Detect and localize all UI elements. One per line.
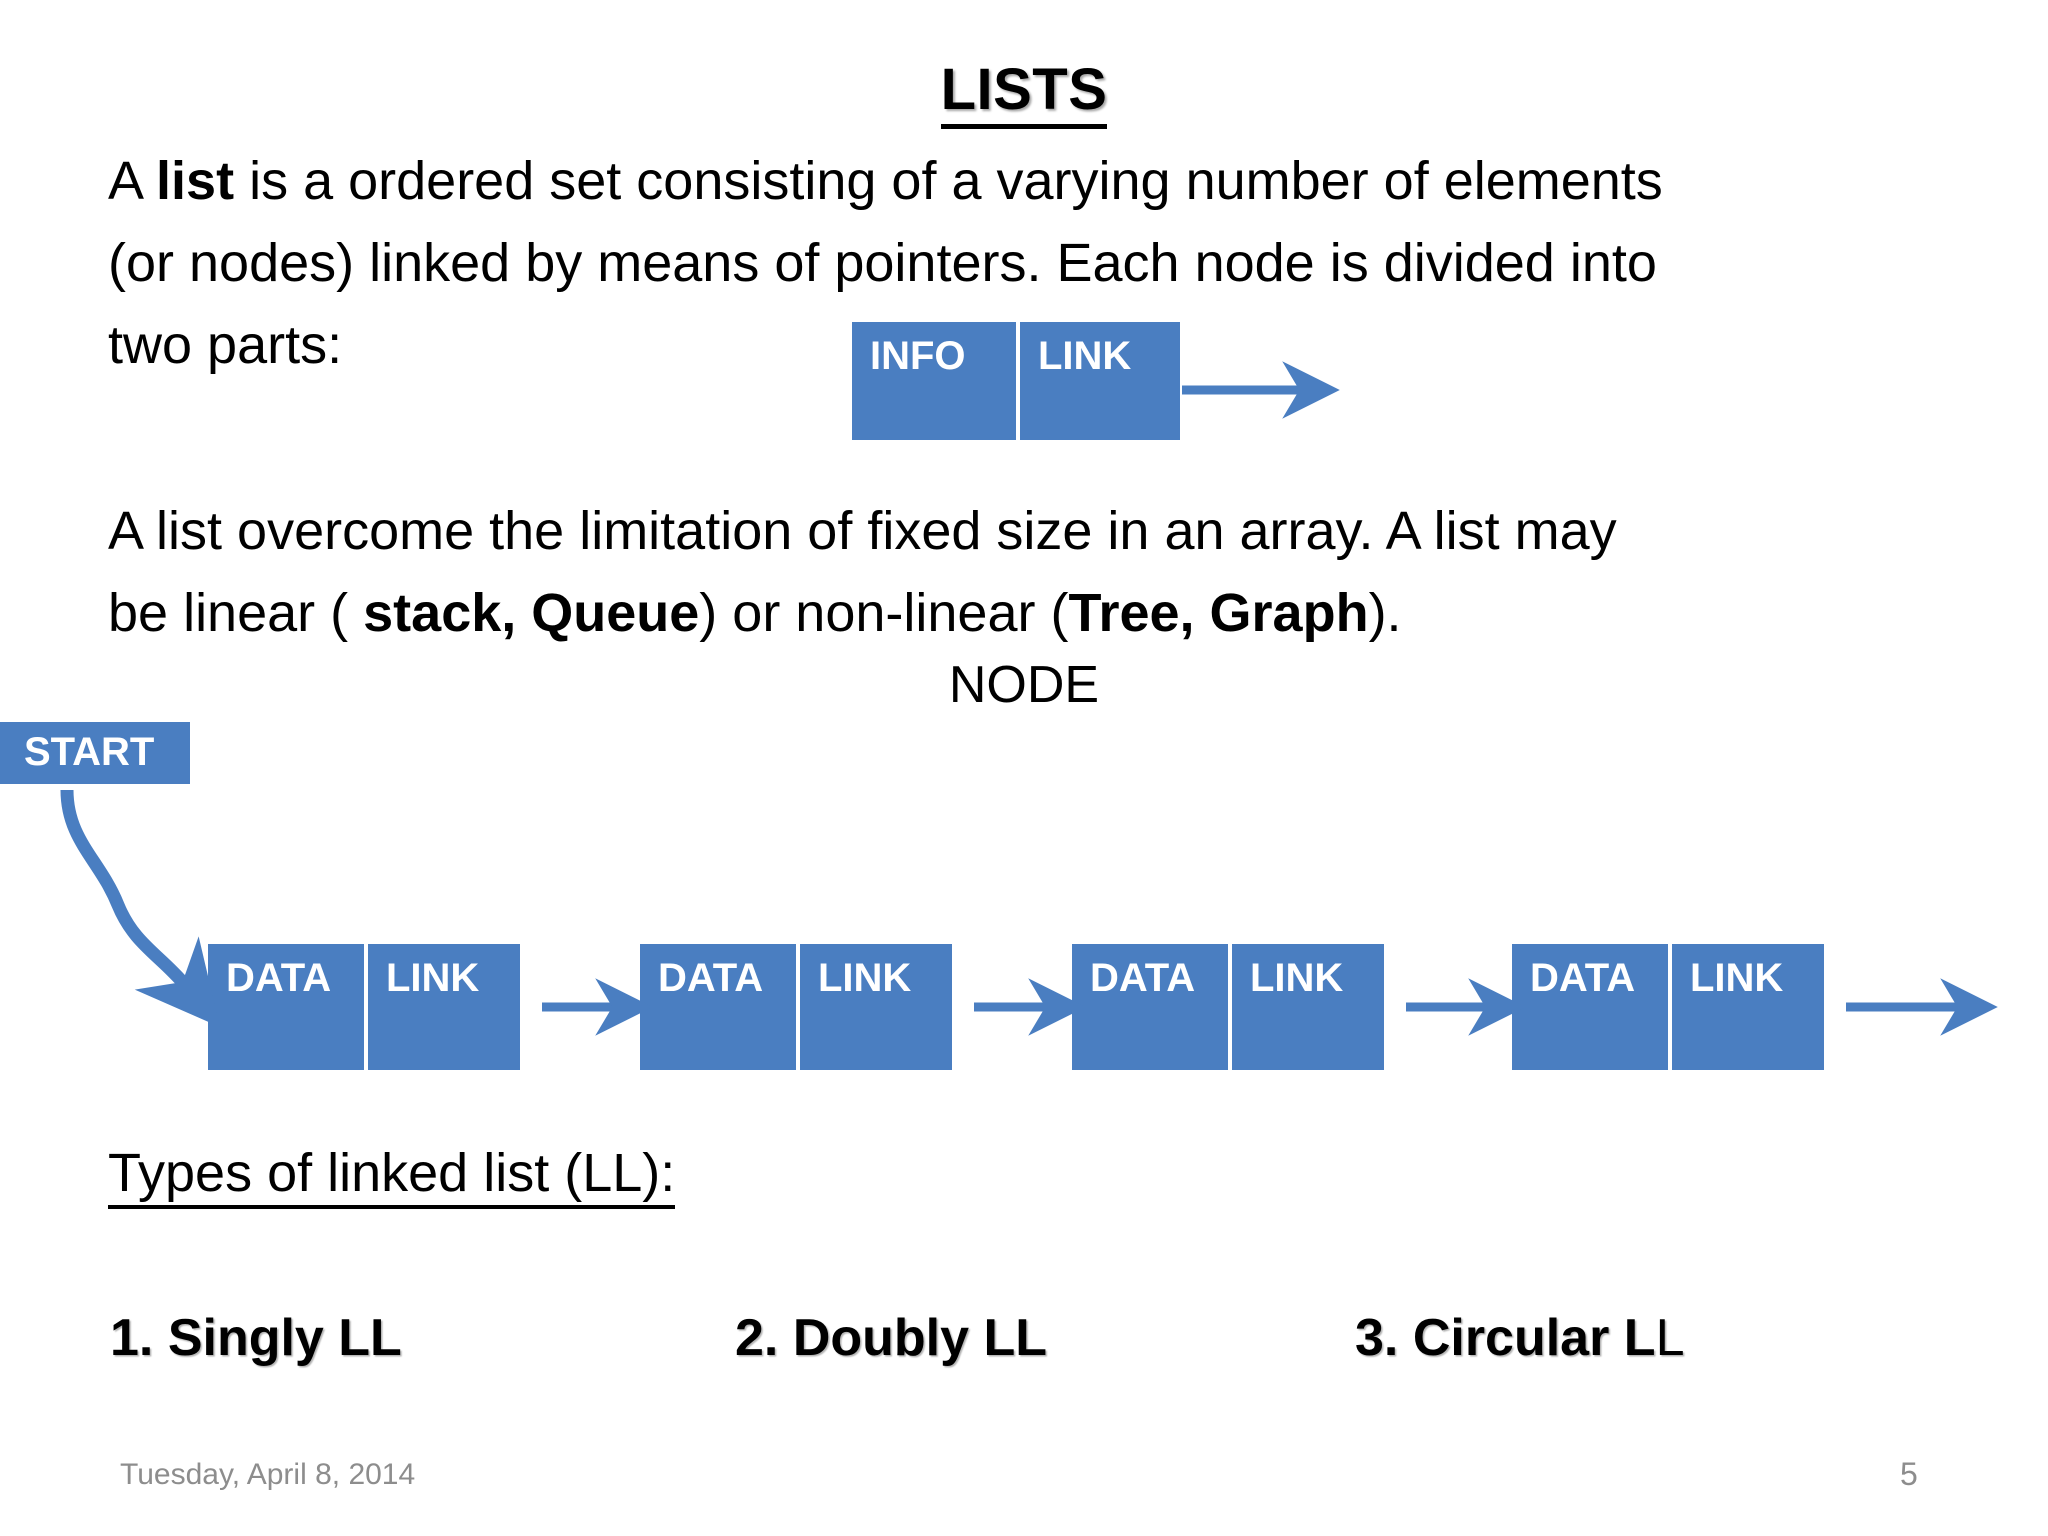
type-item-circular-tail: L: [1655, 1309, 1685, 1367]
page-title: LISTS: [0, 56, 2048, 129]
footer-date: Tuesday, April 8, 2014: [120, 1458, 416, 1491]
paragraph-overcome-line-1: A list overcome the limitation of fixed …: [108, 501, 1617, 561]
type-item-circular-main: 3. Circular L: [1355, 1309, 1656, 1367]
footer-page-number: 5: [1900, 1456, 1918, 1492]
start-pointer-label: START: [24, 730, 155, 774]
text-be-linear: be linear (: [108, 583, 364, 643]
paragraph-definition-line-2: (or nodes) linked by means of pointers. …: [108, 233, 1657, 293]
chain-node-4-data-cell: DATA: [1530, 956, 1636, 1000]
keyword-tree-graph: Tree, Graph: [1068, 583, 1369, 643]
paragraph-definition: A list is a ordered set consisting of a …: [108, 140, 1970, 386]
demo-node-link-cell: LINK: [1016, 322, 1180, 440]
start-pointer-box: START: [0, 722, 190, 784]
node-caption-label: NODE: [948, 656, 1100, 714]
type-item-circular: 3. Circular LL: [1355, 1308, 1684, 1368]
paragraph-definition-line-1: A list is a ordered set consisting of a …: [108, 151, 1663, 211]
chain-node-1-data-cell: DATA: [226, 956, 332, 1000]
chain-node-4: DATA LINK: [1512, 944, 1824, 1070]
text-close-paren: ).: [1368, 583, 1402, 643]
chain-node-2-data-cell: DATA: [658, 956, 764, 1000]
paragraph-overcome: A list overcome the limitation of fixed …: [108, 490, 1970, 654]
chain-node-2-link-cell: LINK: [796, 944, 952, 1070]
chain-node-3-data-cell: DATA: [1090, 956, 1196, 1000]
demo-node-box: INFO LINK: [852, 322, 1180, 440]
chain-node-4-link-cell: LINK: [1668, 944, 1824, 1070]
chain-node-3: DATA LINK: [1072, 944, 1384, 1070]
keyword-stack-queue: stack, Queue: [363, 583, 700, 643]
types-heading-text: Types of linked list (LL):: [108, 1143, 676, 1209]
chain-node-1-link-cell: LINK: [364, 944, 520, 1070]
text-or-nonlinear: ) or non-linear (: [699, 583, 1069, 643]
paragraph-definition-line-3: two parts:: [108, 315, 343, 375]
chain-node-3-link-cell: LINK: [1228, 944, 1384, 1070]
keyword-list: list: [156, 151, 235, 211]
type-item-doubly: 2. Doubly LL: [735, 1309, 1047, 1367]
chain-node-1: DATA LINK: [208, 944, 520, 1070]
paragraph-overcome-line-2: be linear ( stack, Queue) or non-linear …: [108, 572, 1970, 654]
chain-node-2: DATA LINK: [640, 944, 952, 1070]
type-item-singly: 1. Singly LL: [110, 1309, 402, 1367]
demo-node-info-cell: INFO: [870, 334, 966, 378]
types-heading: Types of linked list (LL):: [108, 1142, 676, 1209]
page-title-text: LISTS: [940, 57, 1108, 129]
